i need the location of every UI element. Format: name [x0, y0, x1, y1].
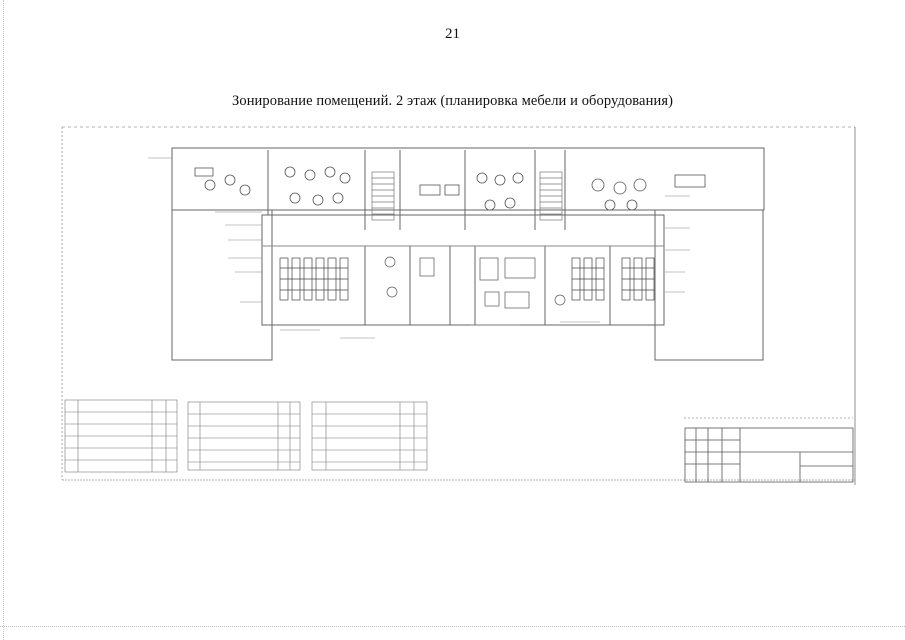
- spec-table-1: [64, 399, 178, 473]
- sheet-frame: [61, 126, 856, 485]
- annotation-leaders: [148, 157, 690, 339]
- building-outline: [171, 147, 765, 361]
- title-block: [684, 417, 854, 483]
- drawing-caption: Зонирование помещений. 2 этаж (планировк…: [231, 93, 674, 109]
- classroom-desks-left: [279, 257, 349, 301]
- furniture-upper: [194, 166, 706, 211]
- furniture-middle: [384, 256, 566, 309]
- scan-bottom-edge: [0, 626, 905, 631]
- spec-table-3: [311, 401, 428, 471]
- page-number: 21: [445, 26, 460, 42]
- spec-table-2: [187, 401, 301, 471]
- classroom-desks-right: [571, 257, 655, 301]
- scan-edge-marks: [3, 0, 8, 640]
- stairwell: [371, 171, 563, 221]
